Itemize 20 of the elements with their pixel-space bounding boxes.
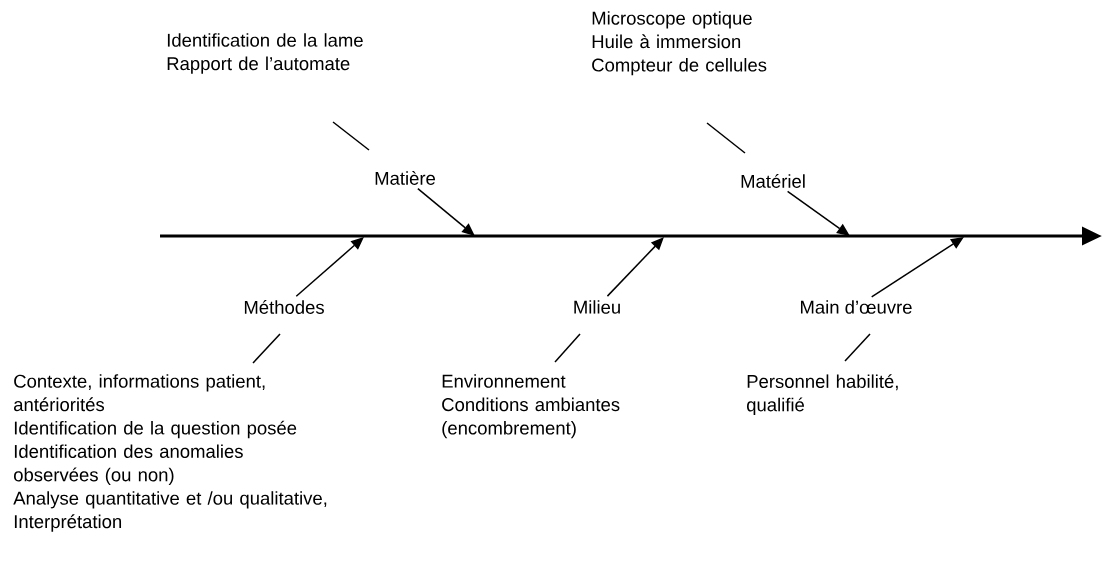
cause-list: Identification de la lame Rapport de l’automate xyxy=(167,33,363,74)
branch-line xyxy=(706,122,746,154)
category-label: Main d’œuvre xyxy=(801,300,912,314)
category-label: Matière xyxy=(375,171,436,185)
branch-line xyxy=(252,333,281,364)
cause-list: Microscope optique Huile à immersion Compteur de cellules xyxy=(592,11,767,76)
category-label: Matériel xyxy=(741,174,805,188)
branch-line xyxy=(844,333,871,362)
arrow xyxy=(870,237,964,298)
category-label: Milieu xyxy=(574,300,620,314)
arrow xyxy=(417,187,475,236)
arrow xyxy=(786,190,850,236)
branch-line xyxy=(332,121,370,151)
branch-line xyxy=(554,333,581,363)
arrow xyxy=(295,237,364,297)
cause-list: Personnel habilité, qualifié xyxy=(747,374,898,416)
cause-list: Environnement Conditions ambiantes (encombrement) xyxy=(442,374,620,439)
category-label: Méthodes xyxy=(244,300,324,314)
arrow xyxy=(606,237,664,297)
cause-list: Contexte, informations patient, antériorités Identification de la question posée Identification des anomalies observées (ou non) Analyse quantitative et /ou qualitative, Interprétation xyxy=(13,374,327,532)
